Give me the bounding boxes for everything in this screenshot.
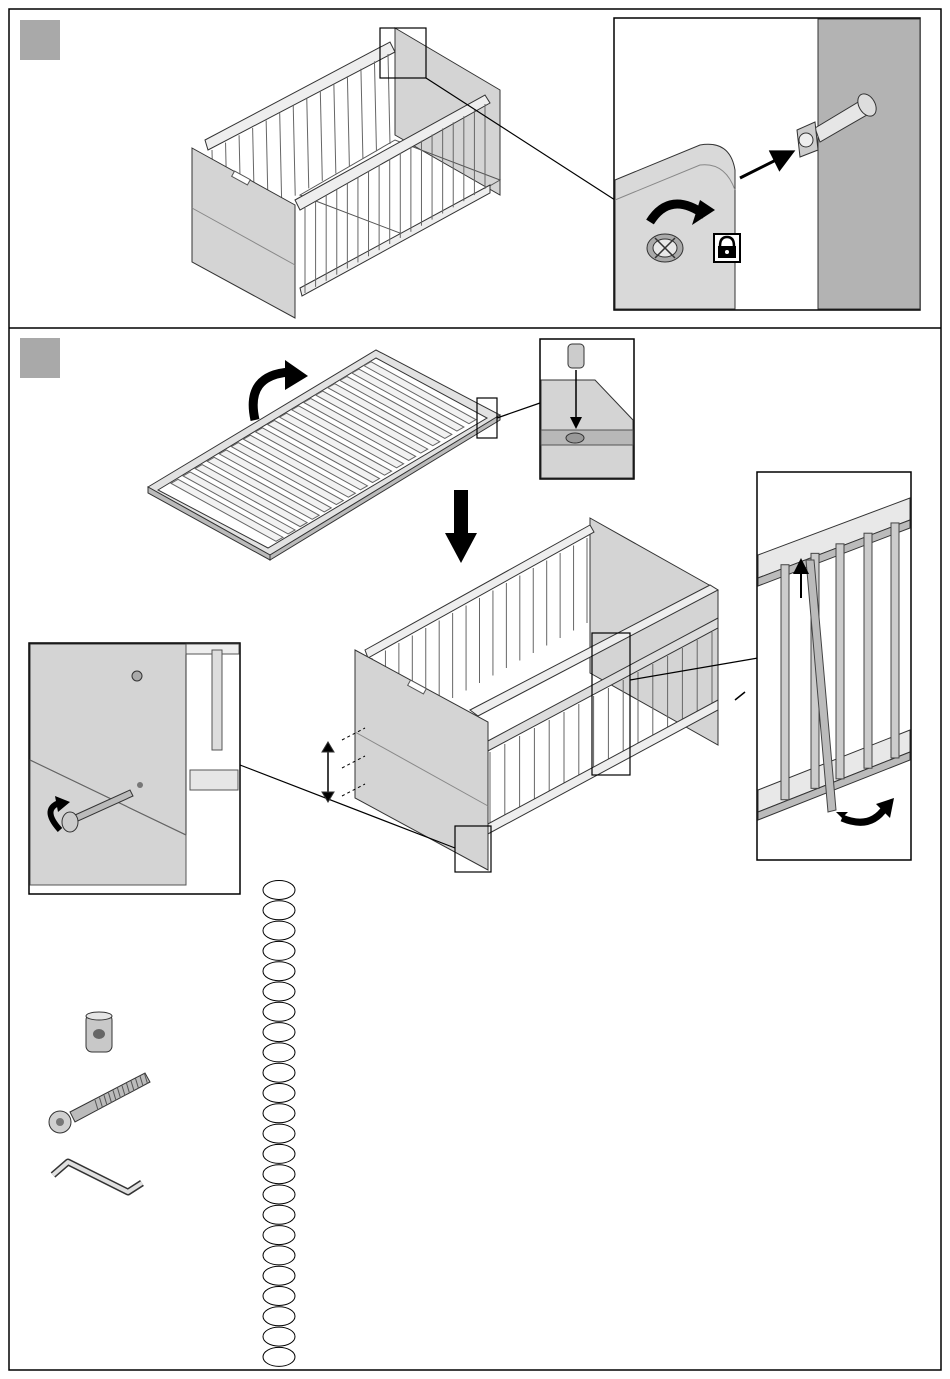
checklist-oval[interactable]	[263, 1144, 295, 1163]
slat	[307, 98, 309, 188]
checklist-oval[interactable]	[263, 941, 295, 960]
slat	[334, 84, 336, 174]
checklist-oval[interactable]	[263, 901, 295, 920]
slat	[388, 54, 390, 144]
parts-list	[49, 1012, 150, 1192]
checklist-oval[interactable]	[263, 1287, 295, 1306]
checklist-oval[interactable]	[263, 1266, 295, 1285]
checklist-ovals	[263, 881, 295, 1367]
crib-assembled	[240, 518, 758, 872]
checklist-oval[interactable]	[263, 1124, 295, 1143]
checklist-oval[interactable]	[263, 1307, 295, 1326]
allen-key-icon	[53, 1162, 142, 1192]
checklist-oval[interactable]	[263, 921, 295, 940]
checklist-oval[interactable]	[263, 982, 295, 1001]
checklist-oval[interactable]	[263, 1205, 295, 1224]
barrel-nut-icon	[86, 1012, 112, 1052]
checklist-oval[interactable]	[263, 1104, 295, 1123]
rail-slat	[781, 565, 789, 800]
checklist-oval[interactable]	[263, 1185, 295, 1204]
checklist-oval[interactable]	[263, 962, 295, 981]
rail-slat	[891, 523, 899, 758]
double-arrow-icon	[322, 742, 334, 802]
barrel-nut-inset	[540, 339, 634, 479]
slat	[361, 69, 363, 159]
rail-slat	[836, 544, 844, 779]
slat	[293, 106, 295, 196]
big-down-arrow-icon	[445, 490, 477, 563]
slat	[280, 113, 282, 203]
side-rail-inset	[757, 472, 911, 860]
callout-line-2	[497, 403, 540, 418]
rail-slat	[864, 533, 872, 768]
slat	[320, 91, 322, 181]
checklist-oval[interactable]	[263, 1084, 295, 1103]
slatted-base	[148, 350, 540, 560]
checklist-oval[interactable]	[263, 881, 295, 900]
checklist-oval[interactable]	[263, 1002, 295, 1021]
checklist-oval[interactable]	[263, 1063, 295, 1082]
bolt-icon	[49, 1073, 150, 1133]
checklist-oval[interactable]	[263, 1226, 295, 1245]
step-1-crib-illustration	[192, 28, 615, 318]
bolt-inset	[29, 643, 240, 894]
checklist-oval[interactable]	[263, 1165, 295, 1184]
checklist-oval[interactable]	[263, 1246, 295, 1265]
cam-lock-inset	[614, 18, 920, 310]
small-arrow-icon	[735, 692, 745, 700]
slat	[347, 76, 349, 166]
lock-icon	[714, 234, 740, 262]
checklist-oval[interactable]	[263, 1347, 295, 1366]
checklist-oval[interactable]	[263, 1327, 295, 1346]
checklist-oval[interactable]	[263, 1023, 295, 1042]
checklist-oval[interactable]	[263, 1043, 295, 1062]
slat	[374, 61, 376, 151]
